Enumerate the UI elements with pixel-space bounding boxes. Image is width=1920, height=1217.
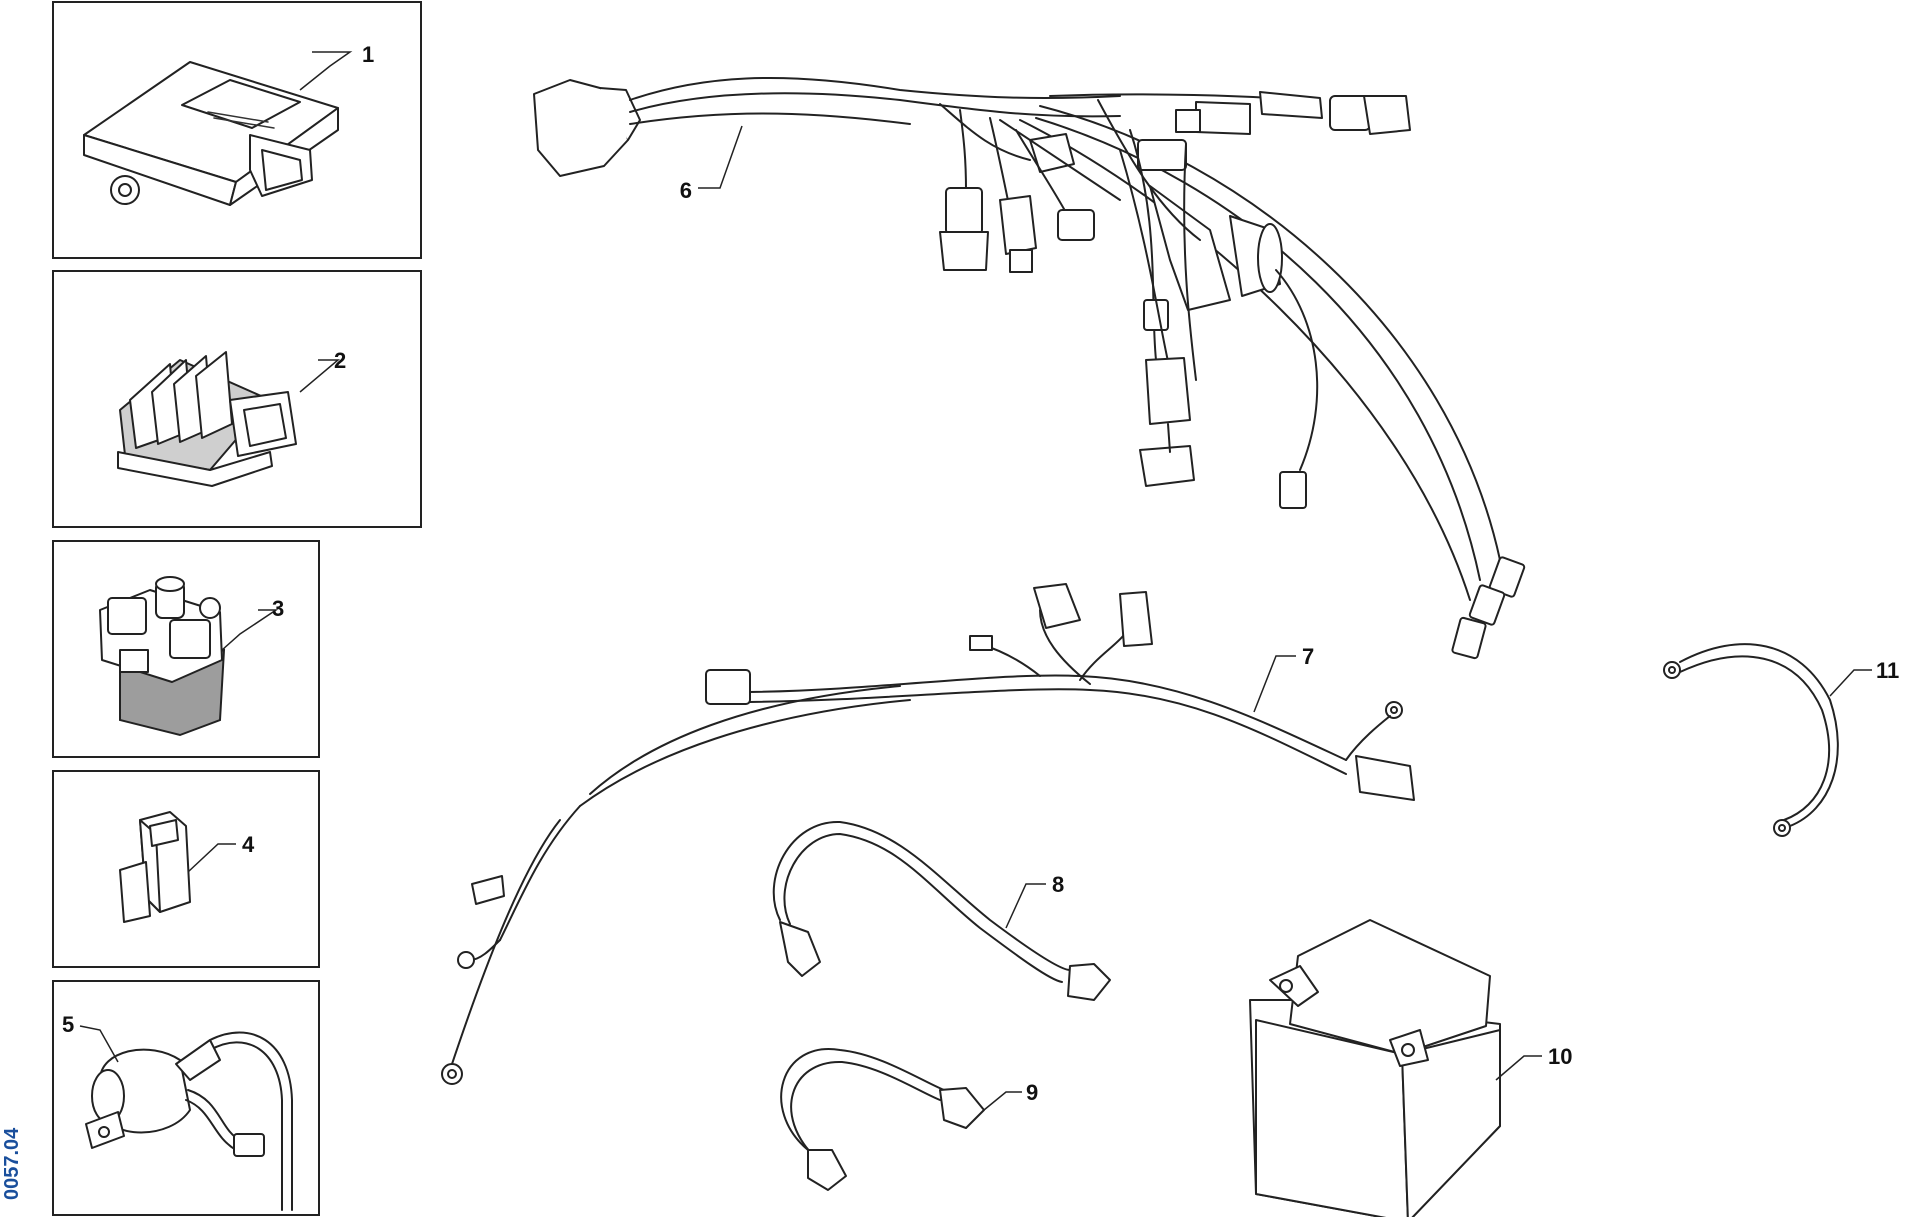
callout-11: 11 (1876, 658, 1899, 683)
callout-5: 5 (62, 1012, 74, 1037)
voltage-regulator-part (117, 351, 297, 487)
callout-8: 8 (1052, 872, 1064, 897)
callout-1: 1 (362, 42, 374, 67)
figure-reference-code: 0057.04 (1, 1127, 23, 1200)
secondary-wiring-harness-part (441, 583, 1415, 1085)
callout-10: 10 (1548, 1044, 1572, 1069)
inset-frame-5 (52, 980, 320, 1216)
inset-frame-4 (52, 770, 320, 968)
callout-4: 4 (242, 832, 255, 857)
callout-9: 9 (1026, 1080, 1038, 1105)
ecu-module-part (83, 61, 339, 206)
callout-6: 6 (680, 178, 692, 203)
callout-2: 2 (334, 348, 346, 373)
inset-frame-1 (52, 1, 422, 259)
inset-frame-3 (52, 540, 320, 758)
battery-part (1249, 919, 1501, 1217)
battery-cable-8-part (772, 820, 1111, 1001)
battery-cable-9-part (780, 1048, 985, 1191)
inset-frame-2 (52, 270, 422, 528)
callout-3: 3 (272, 596, 284, 621)
main-wiring-harness-part (533, 76, 1526, 660)
connector-part (119, 811, 191, 923)
starter-relay-part (99, 576, 226, 737)
ground-cable-part (1663, 643, 1839, 837)
callout-7: 7 (1302, 644, 1314, 669)
ignition-coil-part (85, 1031, 293, 1211)
